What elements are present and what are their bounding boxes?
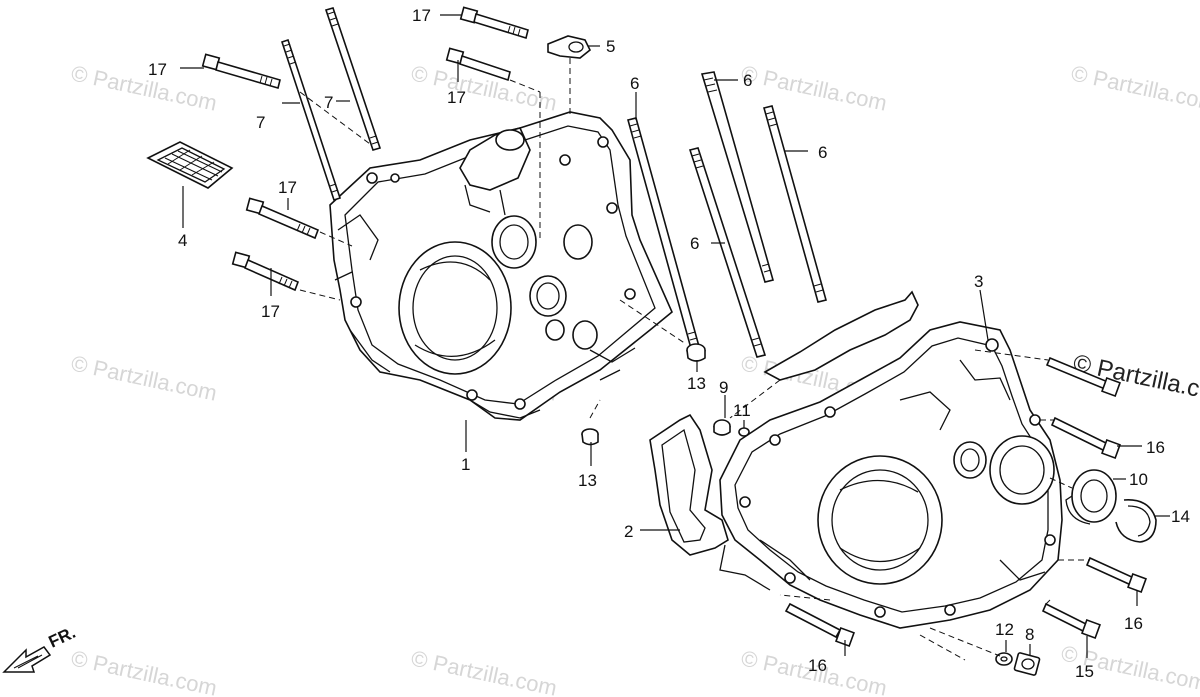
leader-lines [180, 14, 1170, 661]
callout-17: 17 [261, 302, 280, 321]
watermark: © Partzilla.com [69, 350, 219, 405]
part-15-flange-bolt [1041, 602, 1101, 639]
callout-9: 9 [719, 378, 728, 397]
part-16-flange-bolts [784, 356, 1147, 647]
front-arrow-icon [2, 646, 52, 673]
part-9-oil-jet [713, 419, 731, 436]
callout-17: 17 [447, 88, 466, 107]
callout-6: 6 [690, 234, 699, 253]
callout-15: 15 [1075, 662, 1094, 681]
callout-16: 16 [1146, 438, 1165, 457]
part-4-oil-strainer [146, 141, 234, 189]
callout-8: 8 [1025, 625, 1034, 644]
callout-17: 17 [148, 60, 167, 79]
callout-1: 1 [461, 455, 470, 474]
part-17-flange-bolts [201, 6, 529, 292]
watermark: © Partzilla.com [409, 645, 559, 697]
callout-12: 12 [995, 620, 1014, 639]
callout-6: 6 [743, 71, 752, 90]
part-3-right-crankcase [719, 321, 1063, 629]
callout-16: 16 [808, 656, 827, 675]
part-10-oil-seal [1065, 469, 1117, 525]
callout-labels: 17 5 17 17 7 7 4 17 17 1 6 6 6 6 13 13 9… [148, 6, 1190, 681]
callout-10: 10 [1129, 470, 1148, 489]
watermark: © Partzilla.com [739, 60, 889, 115]
watermarks: © Partzilla.com © Partzilla.com © Partzi… [69, 60, 1200, 697]
callout-6: 6 [818, 143, 827, 162]
callout-14: 14 [1171, 507, 1190, 526]
callout-13: 13 [578, 471, 597, 490]
part-6-stud-bolts [627, 71, 827, 358]
part-11-o-ring [738, 427, 750, 437]
callout-13: 13 [687, 374, 706, 393]
part-1-left-crankcase [329, 111, 673, 421]
watermark: © Partzilla.com [69, 645, 219, 697]
part-7-stud-bolts [280, 7, 382, 202]
callout-11: 11 [733, 401, 751, 420]
callout-4: 4 [178, 231, 187, 250]
part-2-gasket [649, 290, 919, 556]
callout-17: 17 [278, 178, 297, 197]
callout-2: 2 [624, 522, 633, 541]
watermark: © Partzilla.com [69, 60, 219, 115]
callout-16: 16 [1124, 614, 1143, 633]
watermark: © Partzilla.com [1069, 60, 1200, 115]
part-13-dowel-pins [581, 343, 706, 446]
part-14-snap-ring [1115, 499, 1157, 543]
part-12-washer [995, 652, 1013, 666]
part-5-clamp [547, 35, 592, 59]
part-8-drain-bolt [1013, 652, 1041, 676]
callout-7: 7 [324, 93, 333, 112]
callout-5: 5 [606, 37, 615, 56]
callout-3: 3 [974, 272, 983, 291]
callout-6: 6 [630, 74, 639, 93]
callout-7: 7 [256, 113, 265, 132]
callout-17: 17 [412, 6, 431, 25]
front-direction-indicator: FR. [2, 623, 79, 673]
